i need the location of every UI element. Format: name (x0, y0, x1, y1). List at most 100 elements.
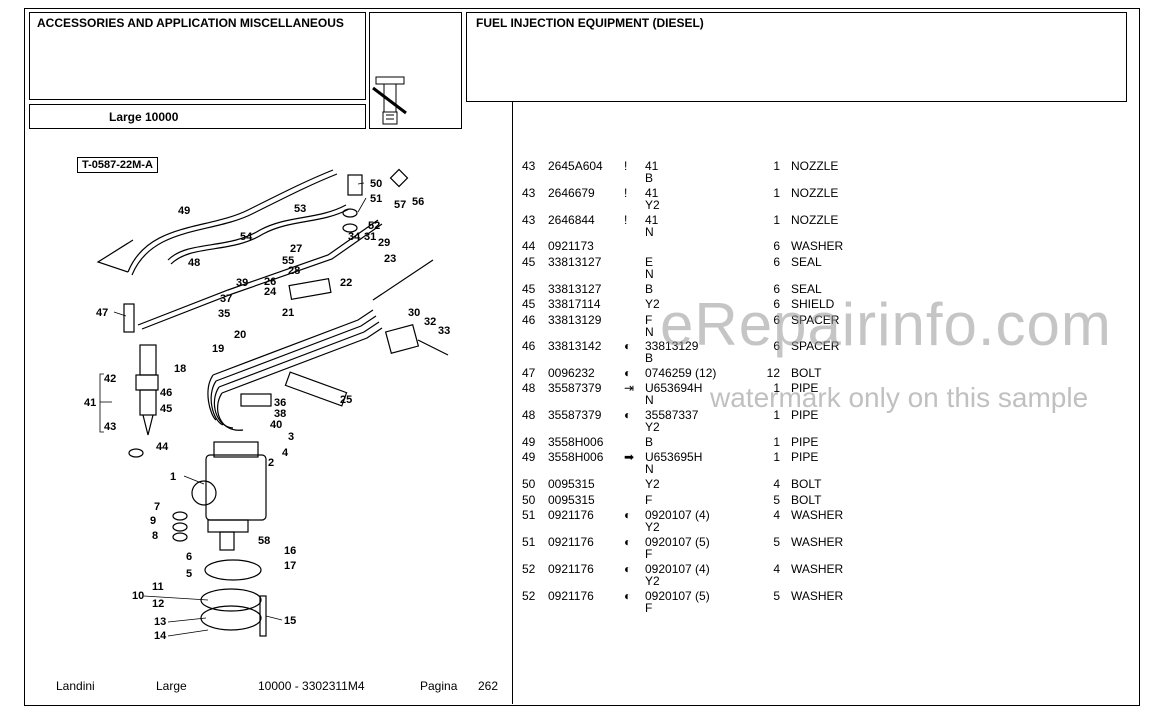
part-quantity: 1 (773, 381, 780, 395)
callout-6: 6 (186, 551, 192, 563)
part-quantity: 6 (773, 313, 780, 327)
part-ref-number: 48 (522, 408, 536, 422)
callout-48: 48 (188, 257, 200, 269)
callout-42: 42 (104, 373, 116, 385)
part-description: BOLT (791, 477, 822, 491)
part-code: 0921176 (548, 508, 594, 522)
callout-18: 18 (174, 363, 186, 375)
part-code: 2646679 (548, 186, 595, 200)
callout-8: 8 (152, 530, 158, 542)
part-code: 2645A604 (548, 159, 603, 173)
footer-series: Large (156, 679, 187, 693)
part-variant: 41 (645, 159, 659, 173)
part-variant: 41 (645, 213, 659, 227)
callout-37: 37 (220, 293, 232, 305)
part-variant-code: N (645, 393, 654, 407)
part-description: BOLT (791, 493, 822, 507)
callout-29: 29 (378, 237, 390, 249)
callout-36: 36 (274, 397, 286, 409)
part-code: 0921176 (548, 562, 594, 576)
part-variant: B (645, 435, 654, 449)
part-code: 0921173 (548, 239, 594, 253)
callout-43: 43 (104, 421, 116, 433)
part-code: 2646844 (548, 213, 595, 227)
watermark-brand: eRepairinfo.com (660, 291, 1112, 358)
callout-31: 31 (364, 231, 376, 243)
callout-25: 25 (340, 394, 352, 406)
callout-57: 57 (394, 199, 406, 211)
part-variant-code: Y2 (645, 574, 660, 588)
section-title: ACCESSORIES AND APPLICATION MISCELLANEOU… (37, 16, 344, 30)
part-symbol-icon: ! (624, 159, 628, 173)
callout-13: 13 (154, 616, 166, 628)
part-quantity: 12 (766, 366, 780, 380)
part-variant: 0920107 (4) (645, 508, 710, 522)
callout-27: 27 (290, 243, 302, 255)
part-variant-code: N (645, 325, 654, 339)
part-code: 33813127 (548, 255, 602, 269)
part-variant: F (645, 313, 653, 327)
part-variant-code: N (645, 267, 654, 281)
callout-26: 26 (264, 276, 276, 288)
part-ref-number: 45 (522, 282, 536, 296)
part-quantity: 5 (773, 493, 780, 507)
callout-35: 35 (218, 308, 230, 320)
callout-52: 52 (368, 220, 380, 232)
part-code: 3558H006 (548, 435, 604, 449)
part-ref-number: 48 (522, 381, 536, 395)
part-ref-number: 43 (522, 159, 536, 173)
callout-16: 16 (284, 545, 296, 557)
part-symbol-icon: ◐ (624, 535, 632, 549)
part-variant: 0920107 (5) (645, 535, 710, 549)
callout-17: 17 (284, 560, 296, 572)
part-description: PIPE (791, 408, 819, 422)
watermark-note: watermark only on this sample (710, 382, 1089, 413)
part-code: 0096232 (548, 366, 595, 380)
model-label: Large 10000 (109, 110, 179, 124)
part-symbol-icon: ⇥ (624, 381, 635, 395)
part-variant: 0920107 (5) (645, 589, 710, 603)
part-variant-code: B (645, 171, 654, 185)
callout-22: 22 (340, 277, 352, 289)
callout-7: 7 (154, 501, 160, 513)
part-quantity: 6 (773, 282, 780, 296)
callout-23: 23 (384, 253, 396, 265)
page-frame (24, 8, 1140, 706)
part-description: BOLT (791, 366, 822, 380)
part-code: 3558H006 (548, 450, 604, 464)
part-code: 0095315 (548, 477, 595, 491)
part-quantity: 1 (773, 450, 780, 464)
callout-5: 5 (186, 568, 192, 580)
part-symbol-icon: ◐ (624, 408, 632, 422)
part-description: SEAL (791, 282, 822, 296)
part-code: 0095315 (548, 493, 595, 507)
footer-page-label: Pagina (420, 679, 458, 693)
part-variant: 33813129 (645, 339, 699, 353)
part-symbol-icon: ◐ (624, 339, 632, 353)
part-quantity: 1 (773, 435, 780, 449)
callout-9: 9 (150, 515, 156, 527)
callout-1: 1 (170, 471, 176, 483)
diagram-code: T-0587-22M-A (77, 157, 158, 173)
part-description: NOZZLE (791, 159, 839, 173)
part-variant: 0920107 (4) (645, 562, 710, 576)
footer-page-number: 262 (478, 679, 499, 693)
part-quantity: 1 (773, 408, 780, 422)
callout-54: 54 (240, 231, 253, 243)
part-ref-number: 51 (522, 508, 536, 522)
part-code: 35587379 (548, 381, 602, 395)
part-variant-code: Y2 (645, 420, 660, 434)
part-quantity: 6 (773, 239, 780, 253)
exploded-diagram: 49 48 47 42 41 43 46 45 44 18 19 20 21 2… (84, 168, 450, 642)
column-divider (512, 102, 513, 704)
part-description: SHIELD (791, 297, 835, 311)
callout-14: 14 (154, 630, 167, 642)
callout-21: 21 (282, 307, 294, 319)
part-variant-code: B (645, 351, 654, 365)
part-code: 33813142 (548, 339, 602, 353)
callout-46: 46 (160, 387, 172, 399)
part-ref-number: 52 (522, 589, 536, 603)
part-ref-number: 43 (522, 186, 536, 200)
part-quantity: 1 (773, 186, 780, 200)
part-variant-code: N (645, 462, 654, 476)
